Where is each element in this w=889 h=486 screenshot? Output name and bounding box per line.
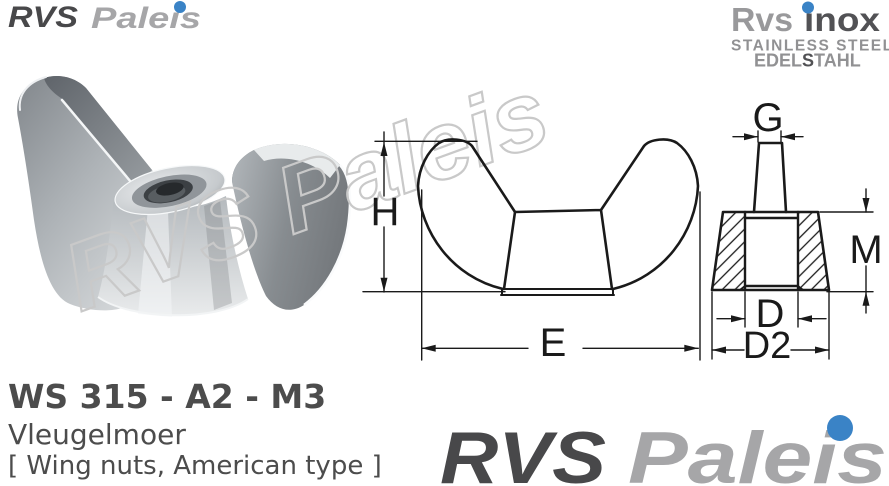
rvs-inox-rvs: Rvs: [731, 1, 793, 38]
right-wing-rim-highlight: [303, 164, 352, 307]
dimension-labels: H E G M D D2: [371, 96, 883, 367]
side-wing-tab: [752, 141, 788, 214]
product-info: WS 315 - A2 - M3 Vleugelmoer [ Wing nuts…: [8, 377, 382, 482]
logo-top-left: RVS Paleis: [8, 1, 201, 35]
side-hatch-left: [712, 212, 745, 290]
e-ext-lines: [421, 189, 701, 361]
product-name-en: [ Wing nuts, American type ]: [8, 450, 382, 481]
logo-top-right: Rvs inox STAINLESS STEEL EDELSTAHL: [731, 1, 889, 71]
front-base: [500, 288, 615, 296]
cone-base-highlight: [97, 296, 249, 317]
front-left-wing-outline: [416, 138, 517, 291]
dimension-arrows: [380, 133, 870, 354]
d2-ext-lines: [711, 291, 830, 360]
edelstahl-text: EDELSTAHL: [754, 51, 861, 71]
side-hatch-right: [798, 212, 829, 290]
left-wing-highlight: [60, 98, 138, 190]
edelstahl-tahl: TAHL: [814, 51, 861, 71]
wing-nut-photo: [17, 76, 352, 317]
dim-label-g: G: [752, 96, 783, 140]
inox-i-dot-icon: [802, 1, 814, 14]
hole-bore-dark: [156, 182, 184, 196]
side-bore: [743, 210, 800, 292]
dimension-lines: [362, 130, 874, 361]
cone-streak-dark: [204, 200, 232, 310]
dim-label-d: D: [756, 292, 785, 336]
cone-streak-light: [138, 208, 172, 317]
right-wing-bevel: [254, 143, 340, 178]
product-name: Vleugelmoer: [8, 417, 186, 451]
d-ext-lines: [744, 291, 799, 328]
front-view: [416, 138, 700, 296]
logo-bottom-right: RVS Paleis: [440, 415, 887, 486]
left-wing-edge: [44, 76, 152, 188]
front-body: [502, 208, 614, 291]
logo-i-dot-large-icon: [827, 415, 853, 441]
rvs-inox-inox: inox: [804, 1, 881, 38]
logo-i-dot-icon: [174, 1, 186, 13]
logo-rvs-text: RVS: [8, 1, 78, 34]
hub-top: [114, 164, 226, 216]
technical-drawing: H E G M D D2: [362, 96, 883, 367]
edelstahl-s: S: [802, 51, 814, 71]
edelstahl-edel: EDEL: [754, 51, 802, 71]
product-code: WS 315 - A2 - M3: [8, 377, 327, 416]
dim-label-m: M: [849, 228, 882, 272]
left-wing-tip-highlight: [18, 76, 47, 111]
side-view: [710, 141, 831, 292]
dim-label-e: E: [540, 321, 567, 365]
right-wing: [232, 143, 350, 310]
logo-rvs-text-large: RVS: [440, 418, 606, 486]
stainless-steel-text: STAINLESS STEEL: [731, 38, 889, 55]
dim-label-d2: D2: [743, 325, 792, 367]
front-right-wing-outline: [599, 138, 700, 291]
cone-body: [98, 196, 248, 316]
dim-label-h: H: [371, 190, 400, 234]
